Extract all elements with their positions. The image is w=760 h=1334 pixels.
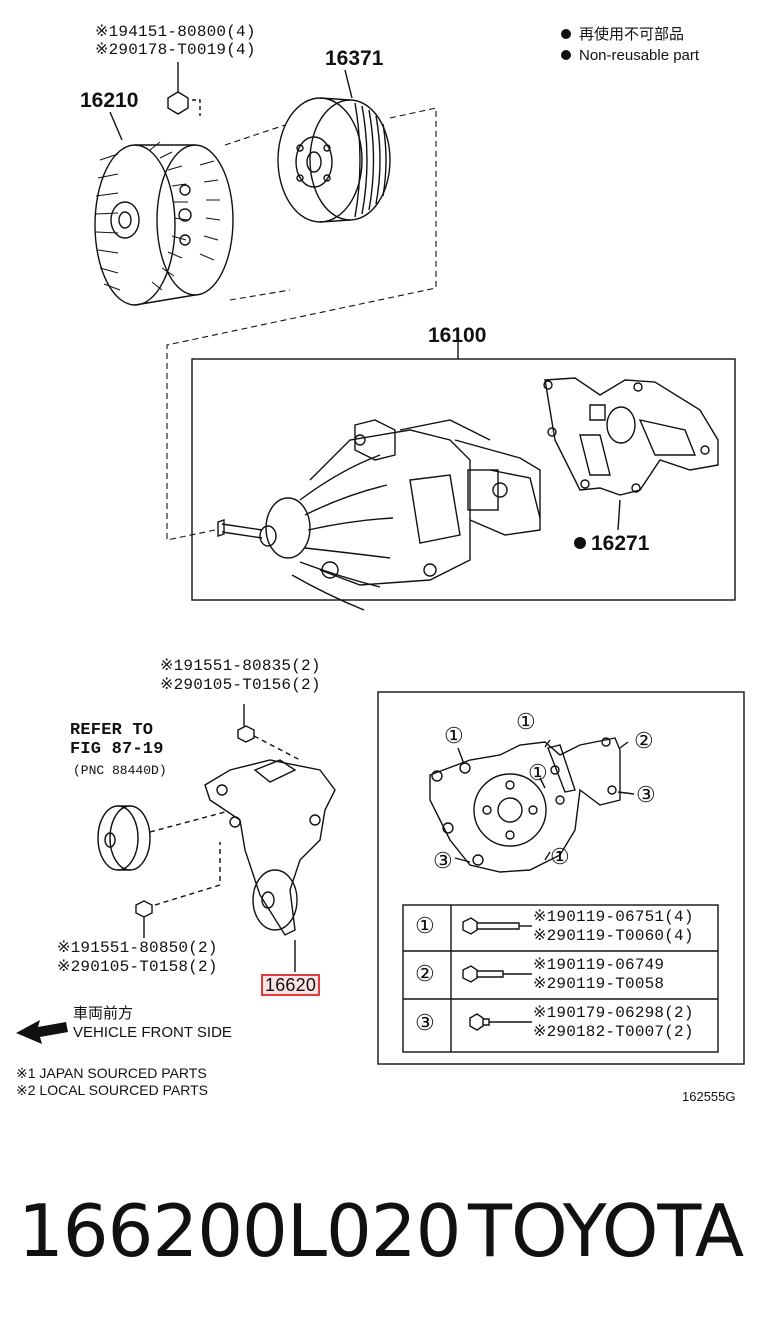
- pump-marker: ①: [550, 844, 570, 869]
- idler-low-bolt-callout-1: ※191551-80850(2): [57, 939, 218, 957]
- part-number-16620-highlighted[interactable]: 16620: [261, 974, 321, 996]
- idler-low-bolt-callout-2: ※290105-T0158(2): [57, 958, 218, 976]
- part-number-16371[interactable]: 16371: [325, 47, 384, 70]
- pump-marker: ②: [634, 728, 654, 753]
- part-number-16210[interactable]: 16210: [80, 89, 139, 112]
- gasket-drawing: [543, 377, 719, 531]
- bolt-short-icon: [469, 1013, 532, 1031]
- non-reusable-bullet-icon: [574, 537, 586, 549]
- legend-non-reusable-en: Non-reusable part: [579, 47, 700, 64]
- note-japan-sourced: ※1 JAPAN SOURCED PARTS: [16, 1065, 207, 1081]
- bolt-medium-icon: [462, 965, 532, 983]
- non-reusable-bullet-icon: [561, 29, 571, 39]
- pump-marker: ③: [636, 782, 656, 807]
- pump-marker: ①: [516, 709, 536, 734]
- idler-pulley-drawing: [97, 704, 336, 972]
- pump-marker: ①: [444, 723, 464, 748]
- bolt-table-marker: ②: [415, 961, 435, 986]
- footer-brand: TOYOTA: [468, 1189, 744, 1273]
- water-pump-drawing: [217, 419, 541, 611]
- bolt-table-part-3b: ※290182-T0007(2): [533, 1023, 694, 1041]
- fan-callout-line2: ※290178-T0019(4): [95, 41, 256, 59]
- refer-to-line1: REFER TO: [70, 721, 154, 740]
- pump-marker: ①: [528, 760, 548, 785]
- bolt-table-part-1b: ※290119-T0060(4): [533, 927, 694, 945]
- non-reusable-bullet-icon: [561, 50, 571, 60]
- bolt-table-part-1a: ※190119-06751(4): [533, 908, 694, 926]
- vehicle-front-arrow-icon: [16, 1020, 68, 1044]
- pump-outline-drawing: [429, 737, 635, 873]
- footer-part-number: 166200L020: [18, 1189, 461, 1273]
- part-number-16271[interactable]: 16271: [591, 532, 650, 555]
- bolt-table-part-2a: ※190119-06749: [533, 956, 665, 974]
- fan-callout-line1: ※194151-80800(4): [95, 23, 256, 41]
- bolt-long-icon: [462, 917, 532, 935]
- vehicle-front-jp: 車両前方: [73, 1005, 134, 1022]
- bolt-location-box: [377, 691, 745, 1065]
- bolt-table-part-2b: ※290119-T0058: [533, 975, 665, 993]
- note-local-sourced: ※2 LOCAL SOURCED PARTS: [16, 1082, 208, 1098]
- bolt-table-grid: [402, 904, 719, 1053]
- bolt-table-marker: ①: [415, 913, 435, 938]
- water-pump-assembly-box: [191, 358, 736, 601]
- fan-clutch-drawing: [94, 91, 234, 306]
- figure-code: 162555G: [682, 1089, 736, 1104]
- part-number-16100[interactable]: 16100: [428, 324, 487, 347]
- refer-pnc: (PNC 88440D): [73, 763, 167, 778]
- refer-to-line2[interactable]: FIG 87-19: [70, 740, 164, 759]
- pulley-drawing: [277, 69, 391, 223]
- bolt-table-part-3a: ※190179-06298(2): [533, 1004, 694, 1022]
- pump-marker: ③: [433, 848, 453, 873]
- idler-top-bolt-callout-2: ※290105-T0156(2): [160, 676, 321, 694]
- bolt-table-marker: ③: [415, 1010, 435, 1035]
- legend-non-reusable-jp: 再使用不可部品: [579, 26, 685, 43]
- idler-top-bolt-callout-1: ※191551-80835(2): [160, 657, 321, 675]
- vehicle-front-en: VEHICLE FRONT SIDE: [73, 1024, 232, 1041]
